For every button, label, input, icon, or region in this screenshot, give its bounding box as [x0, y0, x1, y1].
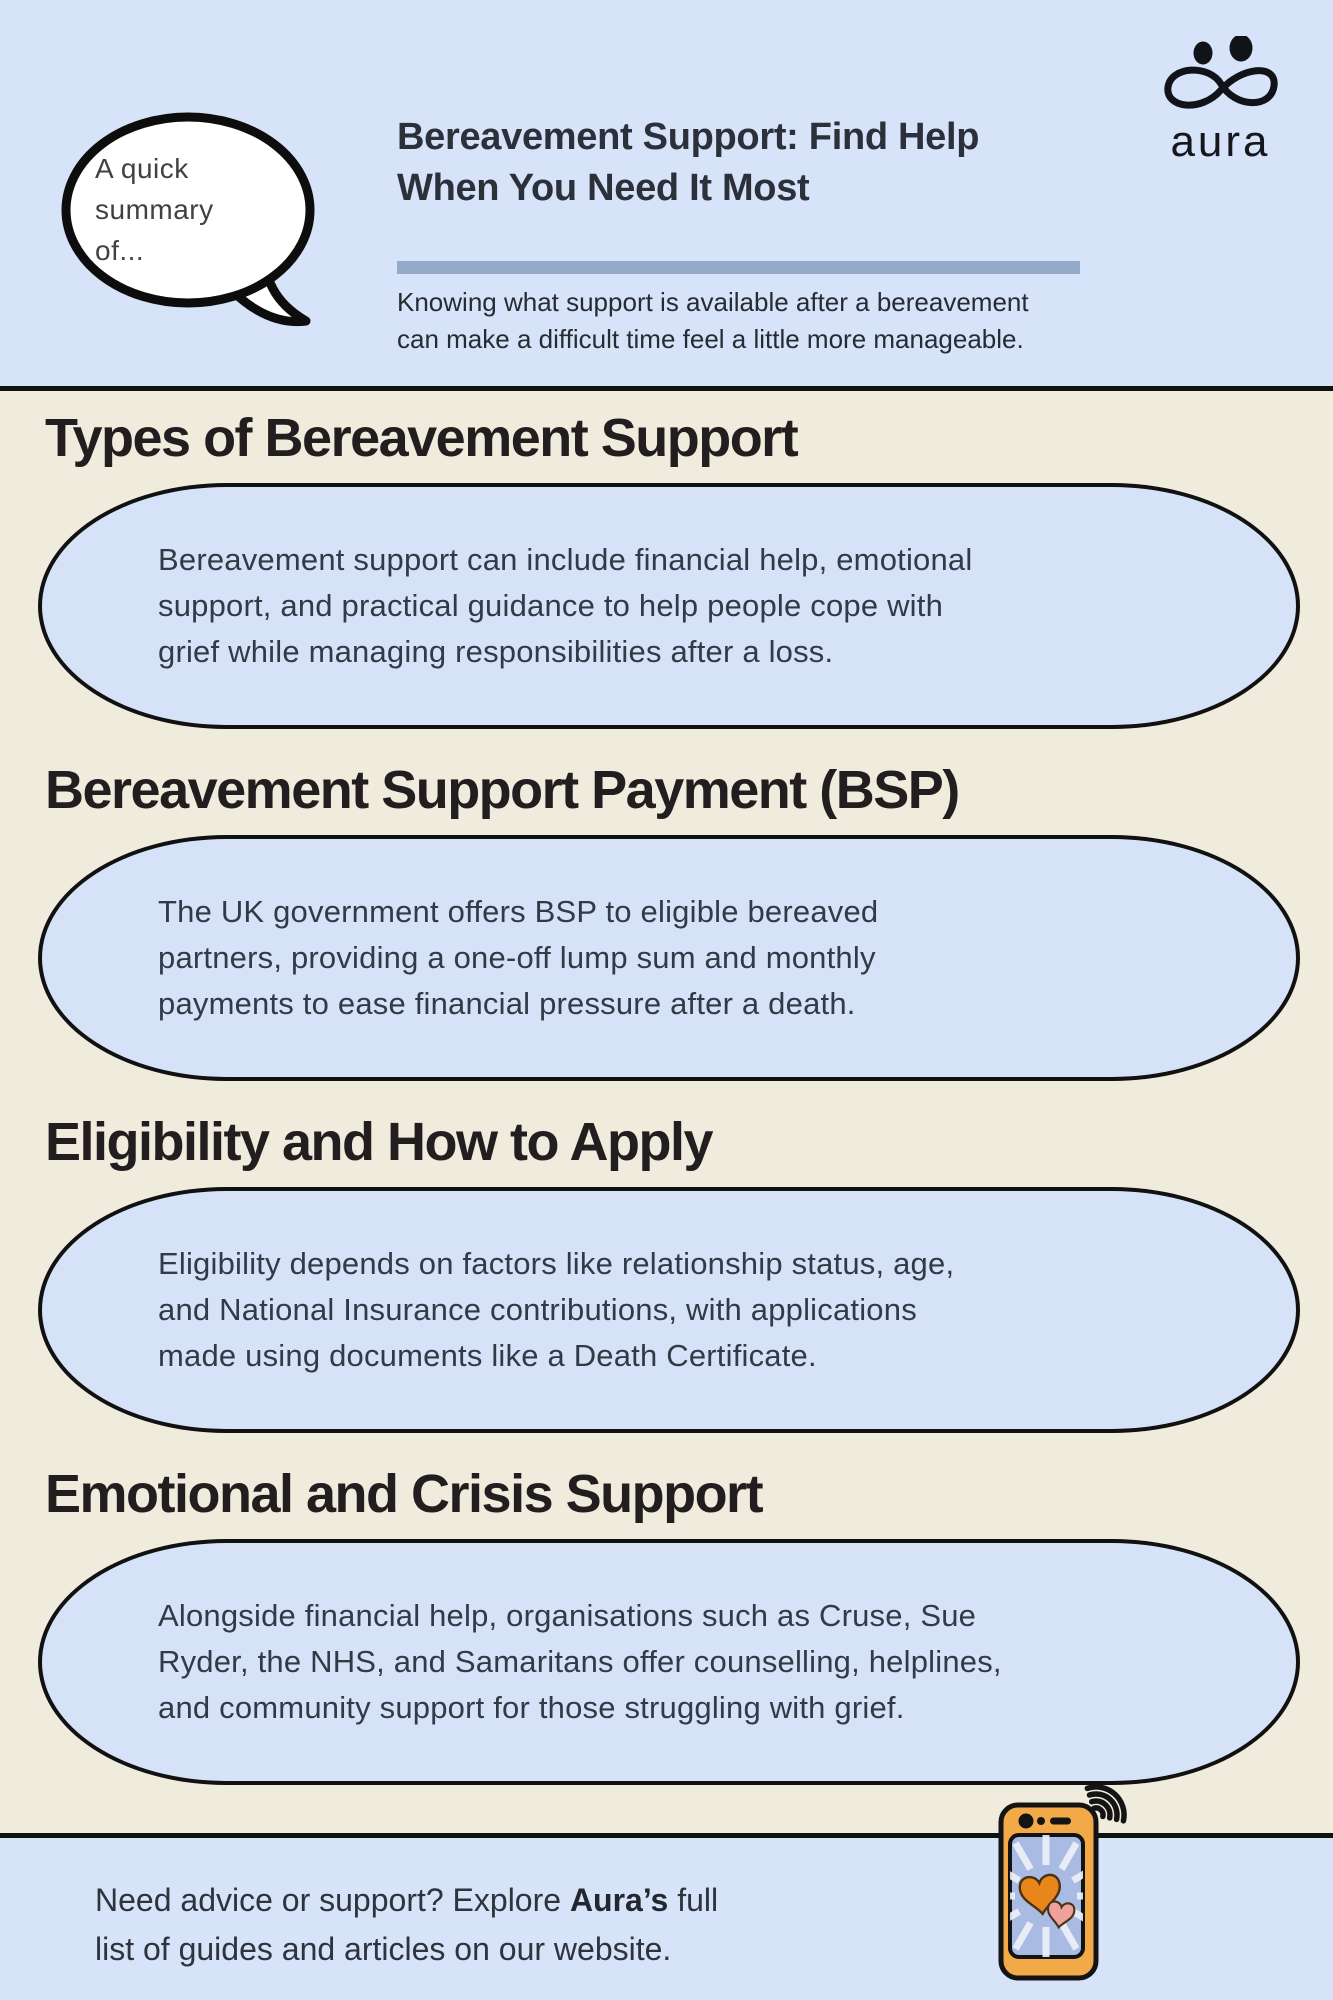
subtitle-line-1: Knowing what support is available after …: [397, 287, 1029, 317]
aura-logo: aura: [1148, 36, 1293, 164]
bubble-text-line: partners, providing a one-off lump sum a…: [158, 940, 876, 975]
speech-bubble-text: A quick summary of...: [95, 148, 265, 271]
section-heading-bsp: Bereavement Support Payment (BSP): [45, 760, 960, 820]
section-bubble-bsp: The UK government offers BSP to eligible…: [38, 835, 1300, 1081]
speech-bubble-icon: [61, 112, 315, 327]
bubble-text-line: payments to ease financial pressure afte…: [158, 986, 856, 1021]
subtitle-line-2: can make a difficult time feel a little …: [397, 324, 1024, 354]
section-bubble-types: Bereavement support can include financia…: [38, 483, 1300, 729]
footer-line1-post: full: [668, 1882, 719, 1918]
section-heading-eligibility: Eligibility and How to Apply: [45, 1112, 714, 1172]
section-bubble-eligibility: Eligibility depends on factors like rela…: [38, 1187, 1300, 1433]
bubble-text-line: support, and practical guidance to help …: [158, 588, 944, 623]
starburst-rays: [1010, 1835, 1083, 1957]
footer-line-1: Need advice or support? Explore Aura’s f…: [95, 1876, 718, 1925]
footer-line1-bold: Aura’s: [569, 1882, 669, 1918]
bubble-text-line: Eligibility depends on factors like rela…: [158, 1246, 955, 1281]
title-line-1: Bereavement Support: Find Help: [397, 116, 980, 158]
bubble-text-line: and National Insurance contributions, wi…: [158, 1292, 917, 1327]
section-heading-types: Types of Bereavement Support: [45, 408, 799, 468]
footer: Need advice or support? Explore Aura’s f…: [0, 1833, 1333, 2000]
bubble-text-line: Bereavement support can include financia…: [158, 542, 973, 577]
speech-line-2: summary of...: [95, 194, 214, 266]
infinity-people-icon: [1163, 36, 1278, 109]
footer-text: Need advice or support? Explore Aura’s f…: [95, 1876, 718, 1974]
main-content: Types of Bereavement Support Bereavement…: [0, 391, 1333, 1833]
title-line-2: When You Need It Most: [397, 167, 810, 209]
phone-hearts-icon: [998, 1784, 1127, 1981]
section-bubble-emotional: Alongside financial help, organisations …: [38, 1539, 1300, 1785]
section-heading-emotional: Emotional and Crisis Support: [45, 1464, 764, 1524]
bubble-text-line: The UK government offers BSP to eligible…: [158, 894, 879, 929]
header: A quick summary of... Bereavement Suppor…: [0, 0, 1333, 391]
bubble-text-line: grief while managing responsibilities af…: [158, 634, 834, 669]
hearts-icon: [1018, 1873, 1076, 1930]
bubble-text-line: and community support for those struggli…: [158, 1690, 905, 1725]
aura-wordmark: aura: [1170, 117, 1271, 166]
bubble-text-line: made using documents like a Death Certif…: [158, 1338, 817, 1373]
bubble-text-line: Ryder, the NHS, and Samaritans offer cou…: [158, 1644, 1002, 1679]
title-divider: [397, 261, 1080, 274]
footer-line-2: list of guides and articles on our websi…: [95, 1931, 672, 1967]
signal-waves-icon: [1084, 1784, 1127, 1824]
subtitle: Knowing what support is available after …: [397, 284, 1029, 358]
bubble-text-line: Alongside financial help, organisations …: [158, 1598, 977, 1633]
speech-line-1: A quick: [95, 153, 189, 184]
page-title: Bereavement Support: Find Help When You …: [397, 112, 980, 214]
footer-line1-pre: Need advice or support? Explore: [95, 1882, 570, 1918]
